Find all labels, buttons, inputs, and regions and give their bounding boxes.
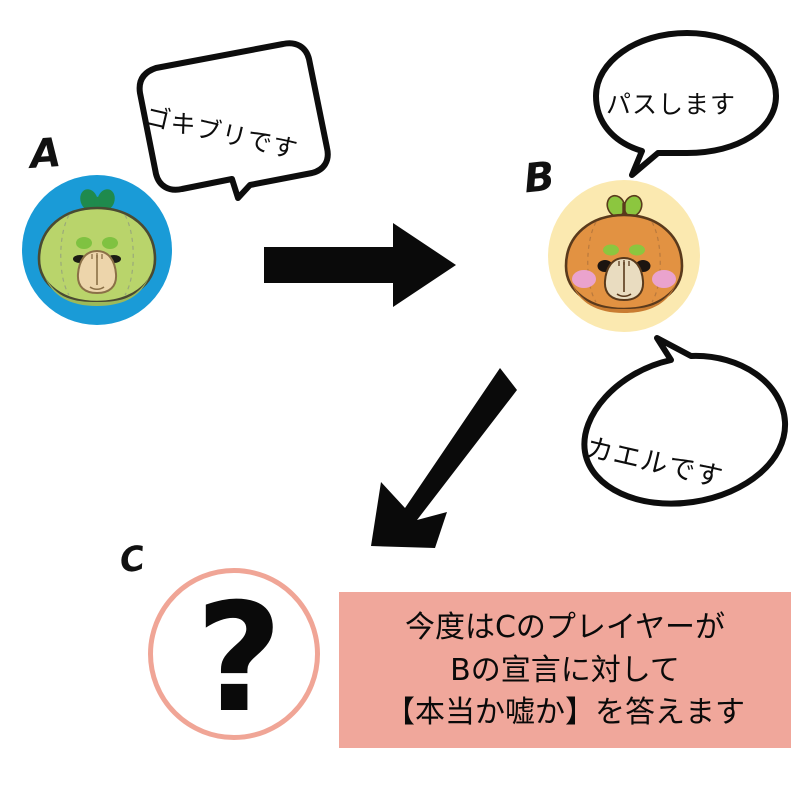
speech-bubble-a: ゴキブリです [120, 38, 335, 203]
character-a-eyebrow-right [102, 237, 118, 249]
speech-bubble-b-text: パスします [606, 90, 737, 119]
speech-bubble-b: パスします [580, 25, 795, 190]
character-b-label: B [521, 153, 557, 203]
character-b-ridges [587, 221, 661, 303]
character-b-eyebrow-left [603, 244, 619, 256]
arrow-a-to-b-shape [264, 223, 456, 307]
character-b-mouth [616, 293, 632, 298]
character-a-eyebrow-left [76, 237, 92, 249]
character-c-label: C [117, 538, 148, 582]
character-b [548, 180, 700, 332]
character-b-cheek-left [572, 270, 596, 288]
speech-bubble-b-shape [593, 30, 779, 178]
character-a-art [22, 175, 172, 325]
arrow-a-to-b [258, 215, 463, 315]
caption-line-2: Bの宣言に対して [450, 652, 680, 688]
question-mark-icon: ? [195, 572, 283, 746]
caption-line-3: 【本当か嘘か】を答えます [385, 695, 745, 731]
character-a-label: A [28, 129, 63, 179]
character-c-circle: ? [148, 568, 320, 740]
character-b-eyebrow-right [629, 244, 645, 256]
speech-bubble-a-shape [136, 40, 331, 201]
character-a-nostrils [91, 253, 103, 259]
character-a-leaves [80, 189, 115, 216]
character-b-art [548, 180, 700, 332]
arrow-b-to-c-shape [371, 368, 517, 548]
caption-line-1: 今度はCのプレイヤーが [404, 610, 726, 646]
character-a-ridges [60, 214, 134, 296]
speech-bubble-b2: カエルです [545, 330, 800, 515]
character-b-nostrils [618, 260, 630, 266]
character-b-cheek-right [652, 270, 676, 288]
character-a [22, 175, 172, 325]
caption-panel: 今度はCのプレイヤーが Bの宣言に対して 【本当か嘘か】を答えます [339, 592, 791, 748]
arrow-b-to-c [355, 360, 520, 565]
character-a-mouth [89, 286, 105, 291]
speech-bubble-b2-shape [581, 335, 789, 507]
